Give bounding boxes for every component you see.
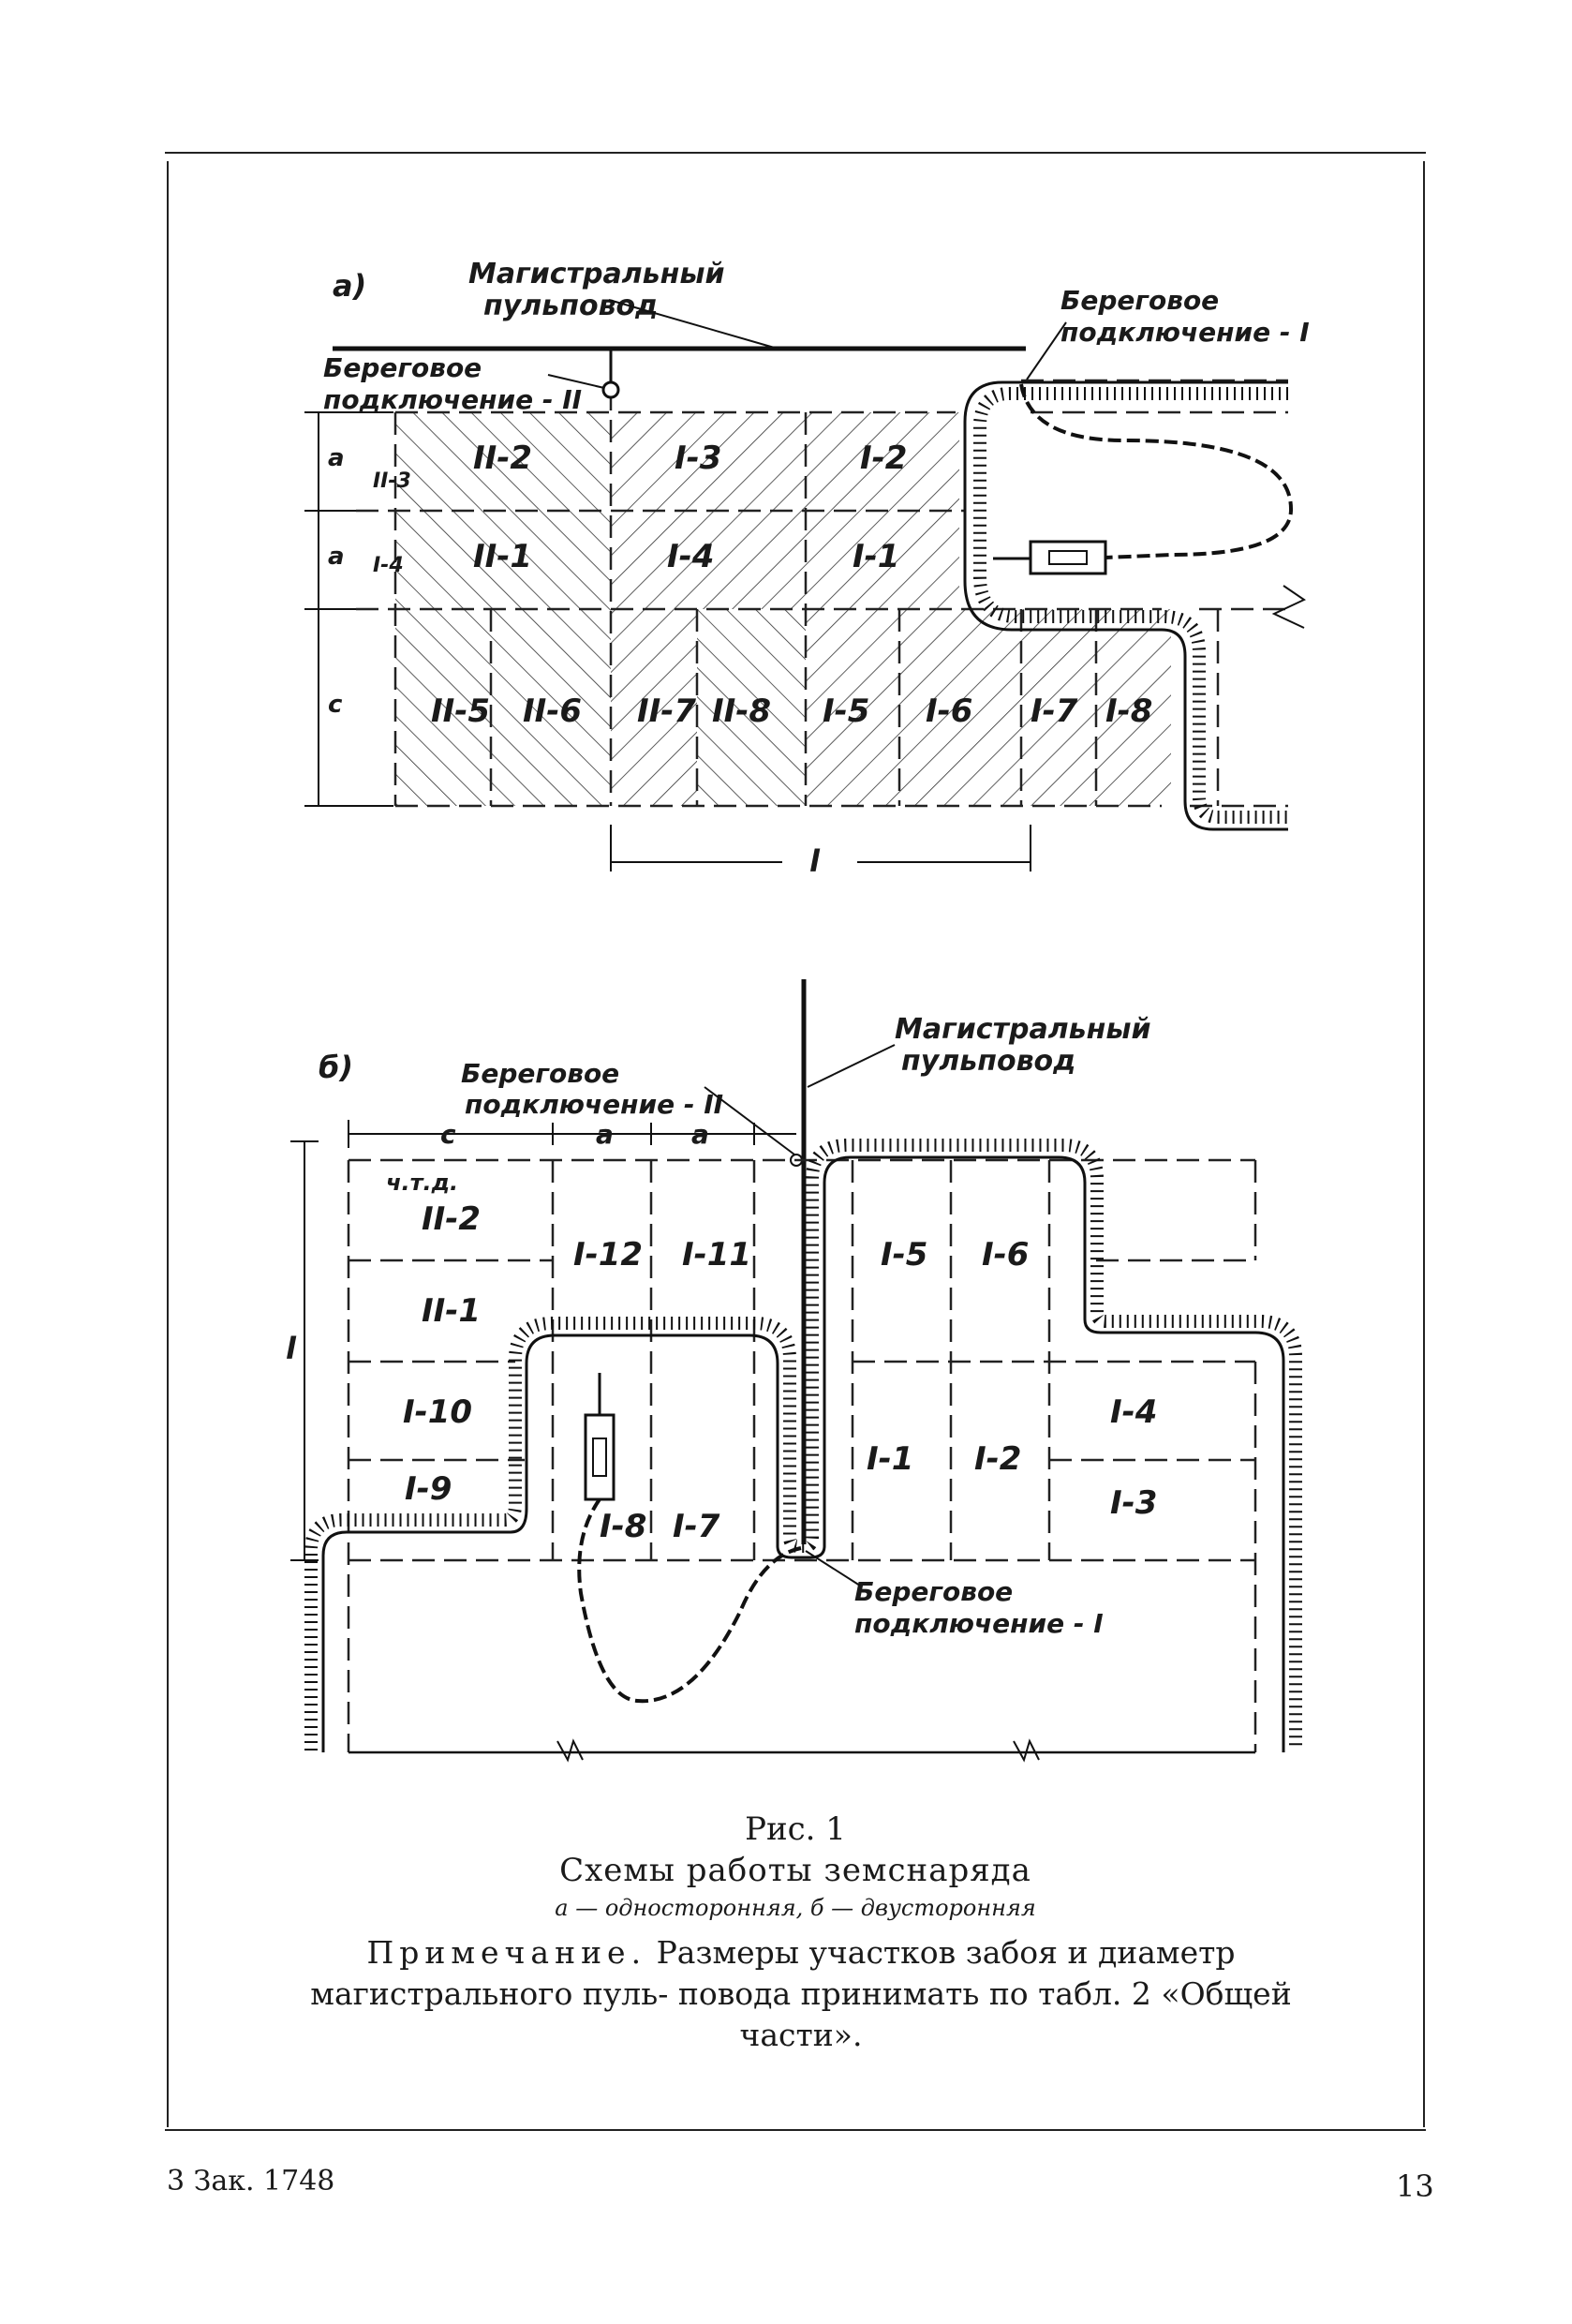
dredge-b xyxy=(584,1413,615,1501)
cell-II-8-a: II-8 xyxy=(712,693,771,730)
note-heading: Примечание. xyxy=(366,1934,647,1971)
frame-left-rule xyxy=(167,161,169,2127)
grid-a xyxy=(356,356,1288,808)
cell-I-6-b: I-6 xyxy=(982,1236,1029,1274)
floating-pipe-a xyxy=(1019,383,1294,559)
main-pipe-label-a-1: Магистральный xyxy=(468,258,725,290)
hatch-zone-I-lower xyxy=(806,609,1171,806)
cell-I-5-b: I-5 xyxy=(881,1236,927,1274)
diagram-a: а) Магистральный пульповод Береговое под… xyxy=(304,258,1310,879)
cell-II-2-a: II-2 xyxy=(473,439,532,477)
dimensions-a xyxy=(304,411,1031,872)
shore-I-label-a-1: Береговое xyxy=(1060,285,1219,316)
figure-note: Примечание. Размеры участков забоя и диа… xyxy=(281,1932,1321,2056)
main-pipe-label-b-1: Магистральный xyxy=(895,1013,1151,1046)
note-body: Размеры участков забоя и диаметр магистр… xyxy=(310,1934,1292,2053)
dim-l-label-b: l xyxy=(286,1331,297,1366)
hatch-zone-II-8 xyxy=(697,609,806,806)
shore-II-label-a-2: подключение - II xyxy=(323,384,582,415)
cell-I-4-b: I-4 xyxy=(1110,1393,1157,1431)
cell-I-7-b: I-7 xyxy=(673,1508,720,1545)
cell-II-2-b: II-2 xyxy=(422,1200,481,1238)
shoreline-teeth-a xyxy=(973,387,1288,824)
floating-pipe-b xyxy=(577,1497,802,1704)
dim-a2-label-b: а xyxy=(691,1119,709,1150)
cell-I-10-b: I-10 xyxy=(403,1393,472,1431)
frame-bottom-rule xyxy=(165,2129,1426,2131)
dimensions-b xyxy=(290,1120,796,1561)
frame-top-rule xyxy=(165,152,1426,154)
grid-b xyxy=(347,1158,1257,1752)
shore-II-label-b-1: Береговое xyxy=(461,1058,619,1089)
dim-a1-label-b: а xyxy=(596,1119,614,1150)
cell-I-2-b: I-2 xyxy=(974,1440,1021,1478)
cell-II-1-b: II-1 xyxy=(422,1292,481,1330)
cell-II-5-a: II-5 xyxy=(431,693,490,730)
hatch-zone-II-7 xyxy=(611,609,697,806)
hatch-zone-II-lower xyxy=(395,609,611,806)
cell-I-9-b: I-9 xyxy=(405,1470,452,1508)
shore-II-label-a-1: Береговое xyxy=(323,352,482,383)
shore-I-label-b-2: подключение - I xyxy=(854,1608,1104,1639)
cell-I-7-a: I-7 xyxy=(1031,693,1078,730)
shoreline-b xyxy=(321,1155,1285,1752)
side-code-II-3: II-3 xyxy=(373,469,411,493)
break-mark-b2 xyxy=(1013,1738,1040,1763)
cell-I-5-a: I-5 xyxy=(823,693,869,730)
shore-II-label-b-2: подключение - II xyxy=(465,1089,723,1120)
main-pipe-label-b-2: пульповод xyxy=(901,1045,1075,1078)
cell-I-12-b: I-12 xyxy=(573,1236,643,1274)
dim-c-label-b: с xyxy=(440,1119,456,1150)
cell-I-3-a: I-3 xyxy=(675,439,721,477)
cell-I-6-a: I-6 xyxy=(926,693,972,730)
cell-I-3-b: I-3 xyxy=(1110,1484,1157,1522)
cell-II-6-a: II-6 xyxy=(523,693,582,730)
figure-subtitle: Схемы работы земснаряда xyxy=(559,1852,1031,1889)
cell-II-7-a: II-7 xyxy=(637,693,696,730)
frame-right-rule xyxy=(1423,161,1425,2127)
diagram-b: б) Магистральный пульповод Береговое под… xyxy=(286,979,1302,1763)
cell-I-1-b: I-1 xyxy=(867,1440,913,1478)
dredge-a xyxy=(1029,540,1107,575)
footer-order-number: 3 Зак. 1748 xyxy=(167,2165,335,2197)
break-mark-b1 xyxy=(556,1738,584,1763)
cell-I-2-a: I-2 xyxy=(860,439,907,477)
cell-I-8-a: I-8 xyxy=(1105,693,1152,730)
cell-I-11-b: I-11 xyxy=(682,1236,751,1274)
cell-I-8-b: I-8 xyxy=(600,1508,646,1545)
dim-a2-label: а xyxy=(328,543,345,571)
tag-b: б) xyxy=(319,1050,353,1085)
figure-title: Рис. 1 xyxy=(745,1810,846,1848)
figure-legend: а — односторонняя, б — двусторонняя xyxy=(555,1895,1036,1921)
cell-I-4-a: I-4 xyxy=(667,538,714,575)
cell-II-1-a: II-1 xyxy=(473,538,532,575)
tag-a: а) xyxy=(333,268,366,304)
etc-label-b: ч.т.д. xyxy=(386,1169,458,1196)
shore-connection-II-a xyxy=(601,380,620,399)
side-code-I-4: I-4 xyxy=(373,554,404,577)
shore-I-label-a-2: подключение - I xyxy=(1060,317,1310,348)
dim-c-label: с xyxy=(328,691,343,719)
page-number: 13 xyxy=(1396,2168,1434,2204)
dim-l-label-a: l xyxy=(809,843,821,879)
cell-I-1-a: I-1 xyxy=(853,538,899,575)
shore-I-label-b-1: Береговое xyxy=(854,1576,1013,1607)
break-mark-a xyxy=(1271,585,1307,629)
shoreline-a xyxy=(963,380,1288,831)
dim-a1-label: а xyxy=(328,444,345,472)
shoreline-teeth-b xyxy=(304,1139,1302,1750)
